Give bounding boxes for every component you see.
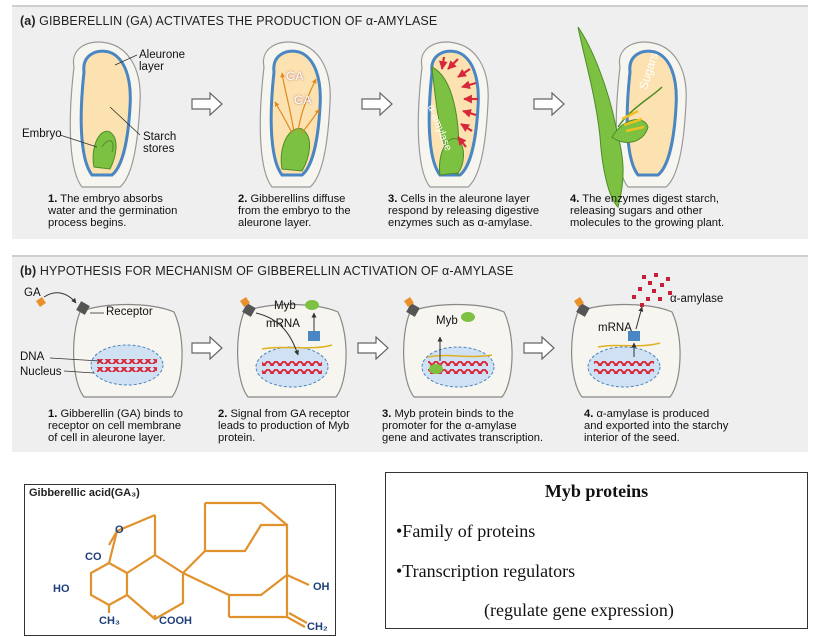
cell-2 <box>237 297 347 398</box>
panel-a-title: (a) GIBBERELLIN (GA) ACTIVATES THE PRODU… <box>20 14 438 28</box>
seed-2 <box>259 41 331 188</box>
label-dna: DNA <box>20 351 45 363</box>
myb-line-3: (regulate gene expression) <box>484 600 674 620</box>
label-alpha-amylase-b: α-amylase <box>670 293 724 305</box>
caption-b-2: 2. Signal from GA receptor leads to prod… <box>218 408 350 444</box>
panel-b-illustration <box>36 273 681 398</box>
caption-b-4: 4. α-amylase is produced and exported in… <box>584 408 729 444</box>
caption-b-3: 3. Myb protein binds to the promoter for… <box>382 408 544 444</box>
label-ga-2: GA <box>294 93 312 107</box>
cell-4 <box>571 273 681 398</box>
gibberellic-acid-title: Gibberellic acid(GA₃) <box>29 487 140 499</box>
caption-a-2: 2. Gibberellins diffuse from the embryo … <box>238 193 351 229</box>
cell-1 <box>36 292 183 398</box>
cell-3 <box>403 297 513 398</box>
chem-ch2: CH₂ <box>307 621 328 633</box>
myb-line-2: •Transcription regulators <box>396 561 576 581</box>
myb-proteins-title: Myb proteins <box>544 481 649 501</box>
chem-o: O <box>115 524 124 536</box>
label-ga-1: GA <box>286 69 304 83</box>
label-mrna-2: mRNA <box>598 322 632 334</box>
chem-cooh: COOH <box>159 615 192 627</box>
panel-b-title: (b) HYPOTHESIS FOR MECHANISM OF GIBBEREL… <box>20 264 514 278</box>
chem-ch3: CH₃ <box>99 615 120 627</box>
gibberellic-acid-structure: Gibberellic acid(GA₃) <box>24 484 336 636</box>
myb-line-1: •Family of proteins <box>396 521 536 541</box>
panel-a: (a) GIBBERELLIN (GA) ACTIVATES THE PRODU… <box>12 5 808 239</box>
chem-co: CO <box>85 551 102 563</box>
chem-ho: HO <box>53 583 70 595</box>
label-receptor: Receptor <box>106 306 153 318</box>
panel-a-illustration <box>59 26 687 208</box>
seed-1 <box>59 41 141 188</box>
label-myb-2: Myb <box>436 315 458 327</box>
seed-3 <box>417 41 489 188</box>
label-ga: GA <box>24 287 41 299</box>
caption-a-1: 1. The embryo absorbs water and the germ… <box>48 193 178 229</box>
gibberellic-acid-skeleton <box>89 501 310 628</box>
label-mrna-1: mRNA <box>266 318 300 330</box>
label-myb-1: Myb <box>274 300 296 312</box>
label-embryo: Embryo <box>22 128 62 140</box>
seed-4 <box>577 26 687 208</box>
panel-b: (b) HYPOTHESIS FOR MECHANISM OF GIBBEREL… <box>12 255 808 452</box>
myb-proteins-box: Myb proteins •Family of proteins •Transc… <box>385 472 808 629</box>
caption-b-1: 1. Gibberellin (GA) binds to receptor on… <box>48 408 183 444</box>
caption-a-3: 3. Cells in the aleurone layer respond b… <box>388 193 540 229</box>
label-nucleus: Nucleus <box>20 366 62 378</box>
caption-a-4: 4. The enzymes digest starch, releasing … <box>570 193 725 229</box>
chem-oh: OH <box>313 581 330 593</box>
